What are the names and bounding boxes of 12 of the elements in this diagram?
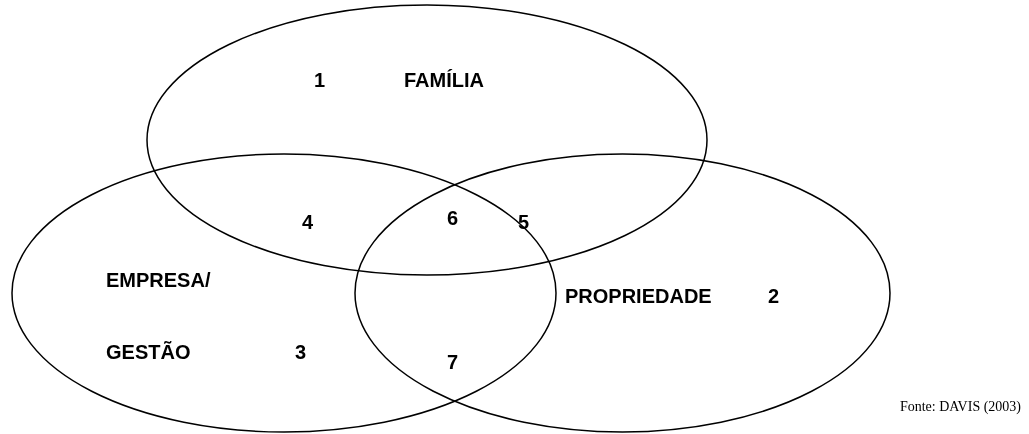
set-number: 1 [314,68,326,93]
set-number: 3 [295,340,307,365]
set-number: 2 [768,284,780,309]
set-label: EMPRESA/ GESTÃO [106,268,212,365]
region-number: 6 [447,206,459,231]
set-label: PROPRIEDADE [565,284,712,309]
region-number: 4 [302,210,314,235]
source-caption: Fonte: DAVIS (2003) [899,398,1021,416]
venn-ellipse [11,153,557,433]
venn-ellipse [354,153,891,433]
region-number: 7 [447,350,459,375]
set-label: FAMÍLIA [404,68,484,93]
